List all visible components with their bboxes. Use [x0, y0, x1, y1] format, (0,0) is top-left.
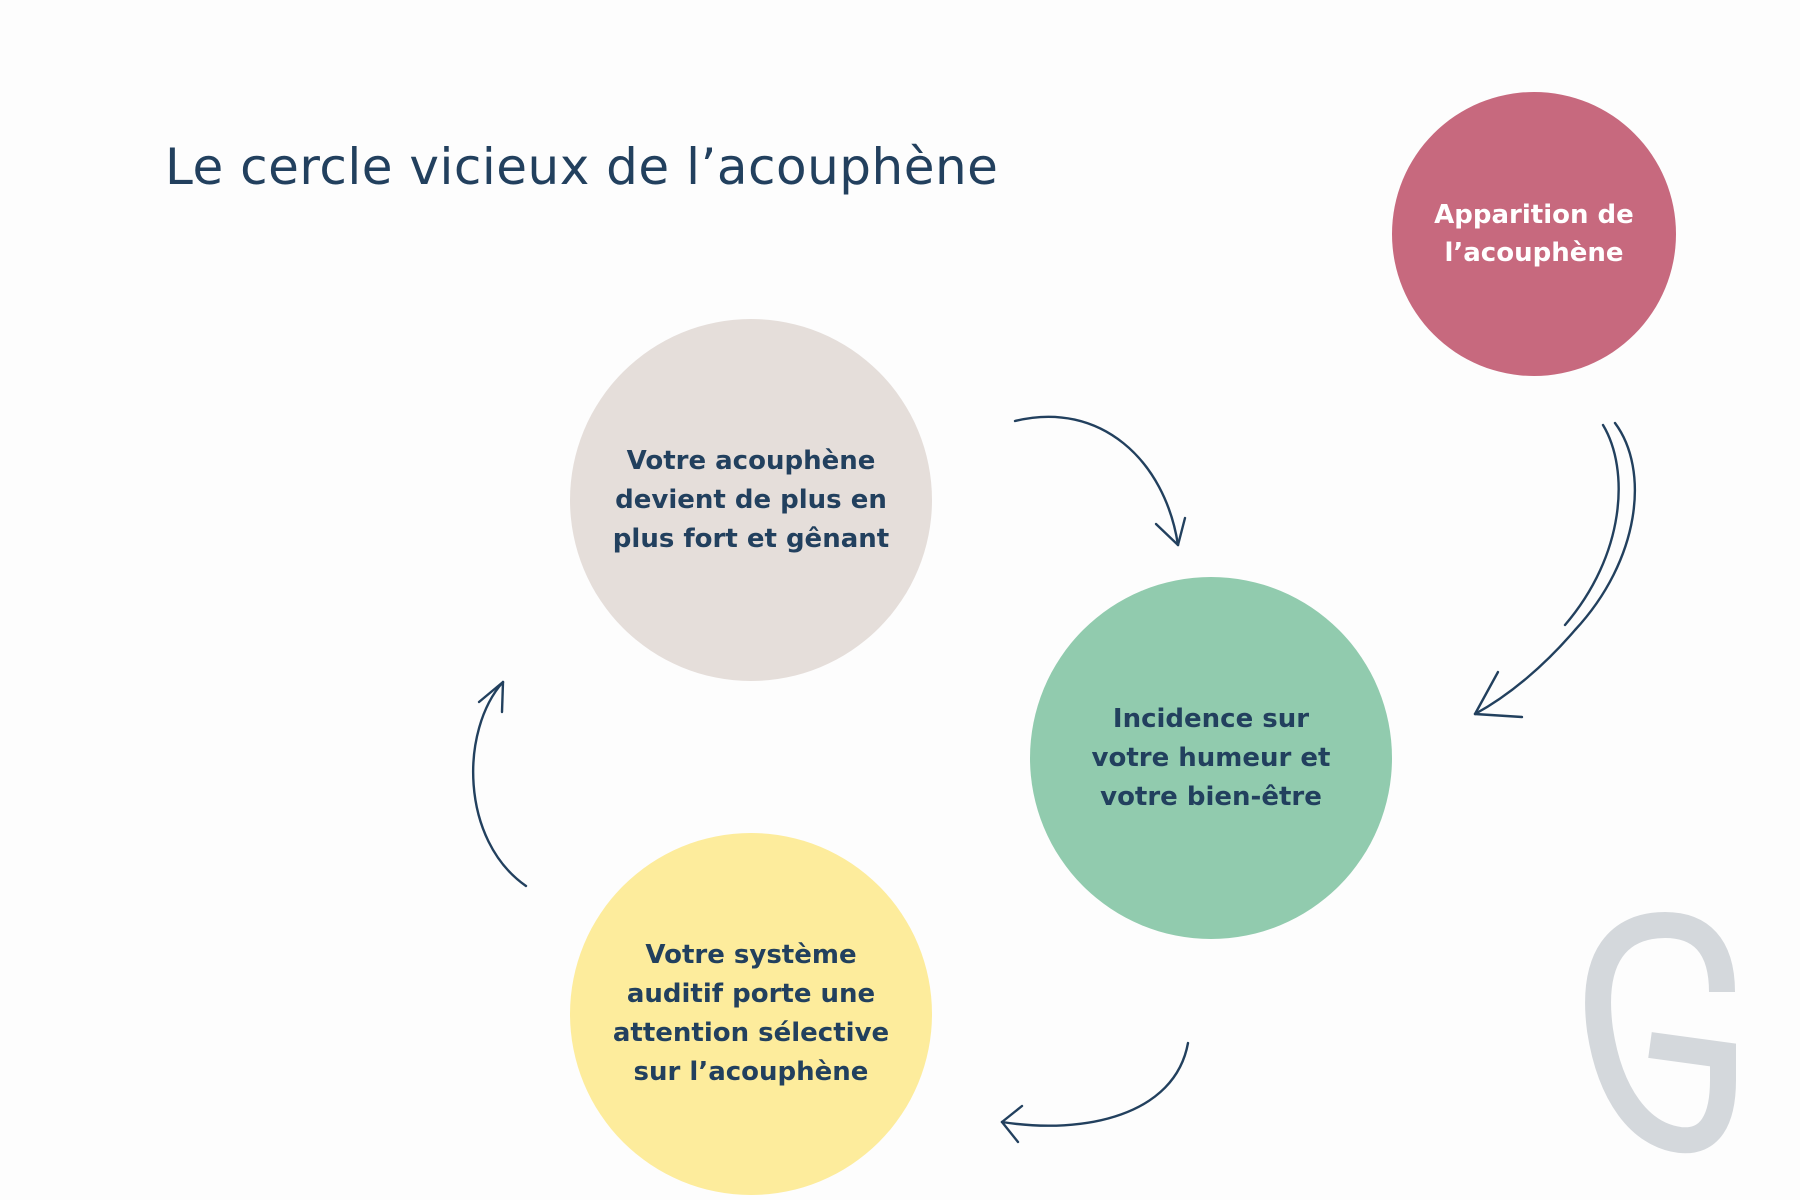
node-louder: Votre acouphène devient de plus en plus …	[570, 319, 932, 681]
node-attention-label: Votre système auditif porte une attentio…	[612, 940, 890, 1087]
arrow-mood-to-attention	[1000, 1041, 1190, 1144]
node-mood: Incidence sur votre humeur et votre bien…	[1030, 577, 1392, 939]
node-onset-label: Apparition de l’acouphène	[1434, 200, 1634, 268]
arrow-attention-to-louder	[471, 680, 528, 888]
node-attention: Votre système auditif porte une attentio…	[570, 833, 932, 1195]
node-louder-label: Votre acouphène devient de plus en plus …	[612, 445, 890, 554]
g-logo-icon	[1585, 911, 1736, 1154]
arrow-onset-to-mood	[1473, 421, 1637, 719]
arrow-louder-to-mood	[1013, 415, 1187, 547]
node-onset: Apparition de l’acouphène	[1392, 92, 1676, 376]
diagram-title: Le cercle vicieux de l’acouphène	[165, 138, 999, 196]
node-mood-label: Incidence sur votre humeur et votre bien…	[1091, 703, 1331, 812]
